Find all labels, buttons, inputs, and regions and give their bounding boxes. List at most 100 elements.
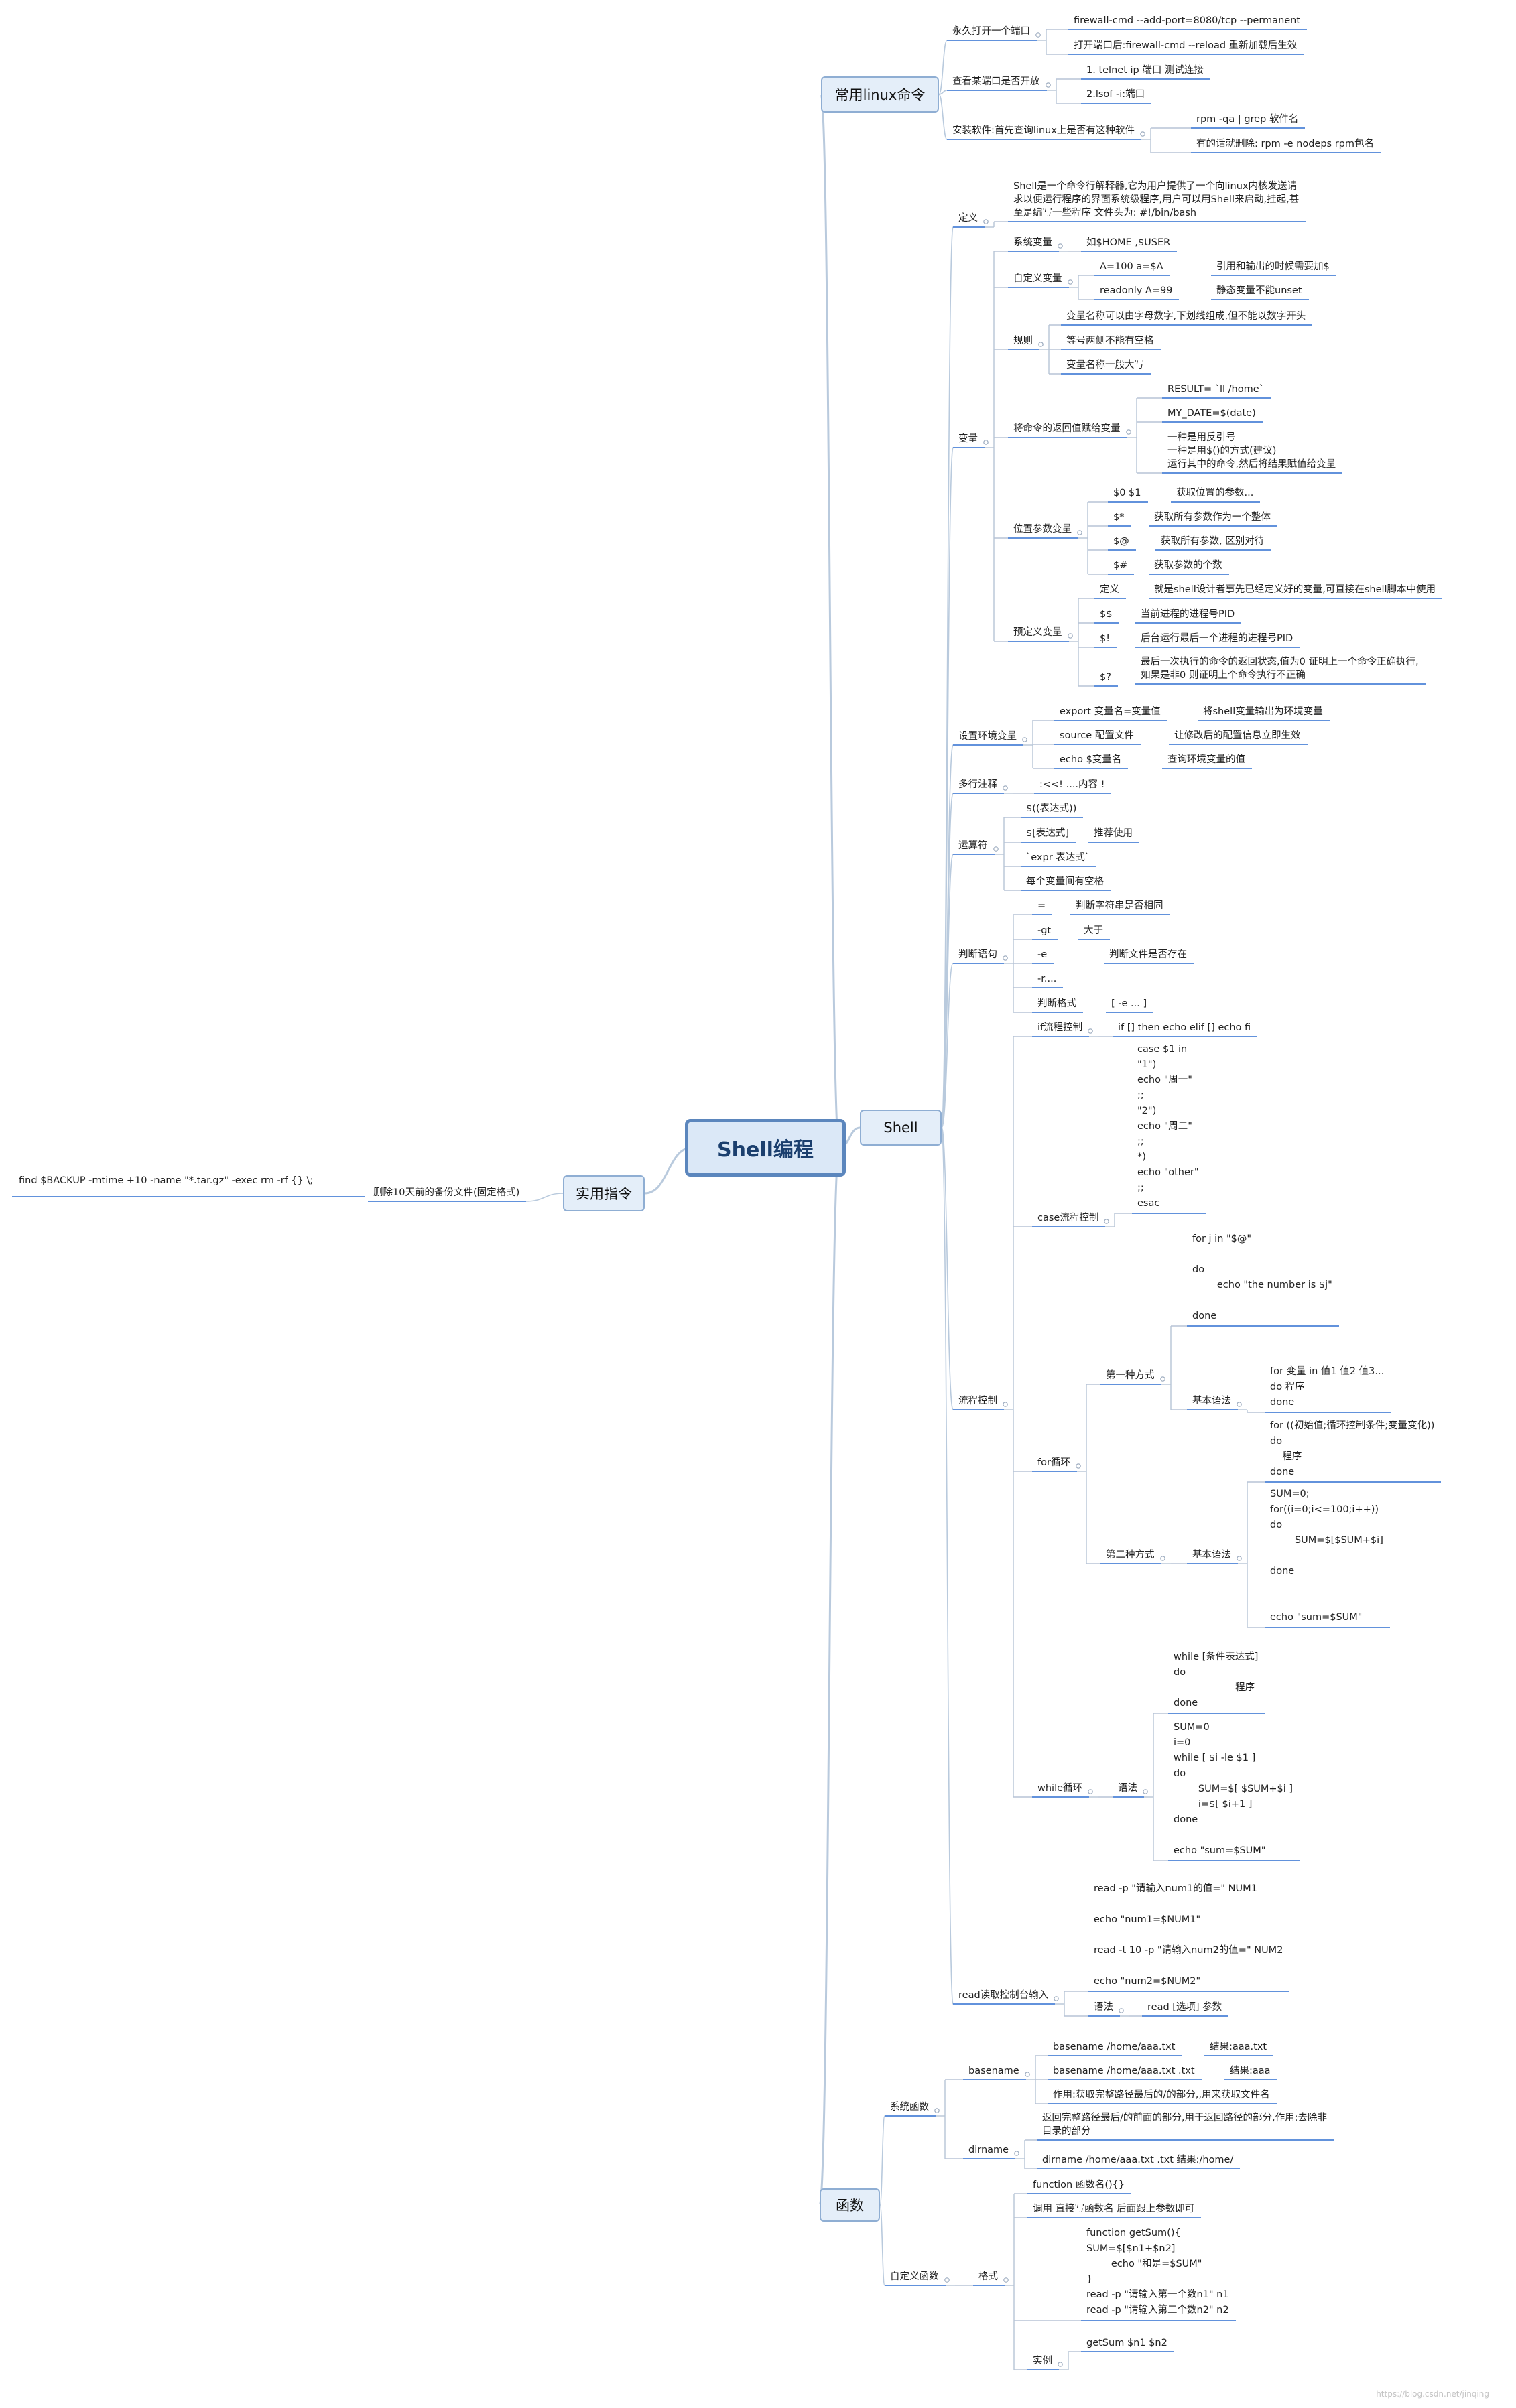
while-code: SUM=0 i=0 while [ $i -le $1 ] do SUM=$[ … bbox=[1174, 1722, 1293, 1856]
var-cr2: MY_DATE=$(date) bbox=[1167, 408, 1256, 419]
judge-3b: 判断文件是否存在 bbox=[1109, 949, 1187, 960]
var-pv1: $0 $1 bbox=[1113, 488, 1141, 498]
comment-val: :<<! ....内容 ! bbox=[1039, 779, 1105, 790]
for-way1[interactable]: 第一种方式 bbox=[1106, 1370, 1155, 1381]
var-pv2b: 获取所有参数作为一个整体 bbox=[1154, 512, 1271, 523]
linux-inst1: rpm -qa | grep 软件名 bbox=[1196, 114, 1299, 125]
env-3: echo $变量名 bbox=[1060, 754, 1122, 765]
func-bn1: basename /home/aaa.txt bbox=[1053, 2042, 1176, 2052]
func-ex-code: function getSum(){ SUM=$[$n1+$n2] echo "… bbox=[1086, 2228, 1229, 2316]
var-pv4b: 获取参数的个数 bbox=[1154, 560, 1222, 571]
var-rules[interactable]: 规则 bbox=[1013, 336, 1033, 346]
var-rule2: 等号两侧不能有空格 bbox=[1066, 336, 1154, 346]
var-pv3: $@ bbox=[1113, 536, 1129, 547]
func-dirname[interactable]: dirname bbox=[968, 2145, 1009, 2155]
var-posvar[interactable]: 位置参数变量 bbox=[1013, 524, 1072, 535]
var-pd3b: 后台运行最后一个进程的进程号PID bbox=[1141, 633, 1293, 644]
var-sysvar[interactable]: 系统变量 bbox=[1013, 237, 1052, 248]
linux-port-cmd1: firewall-cmd --add-port=8080/tcp --perma… bbox=[1074, 15, 1301, 26]
shell-flow[interactable]: 流程控制 bbox=[958, 1396, 997, 1406]
func-example[interactable]: 实例 bbox=[1033, 2356, 1052, 2366]
linux-check1: 1. telnet ip 端口 测试连接 bbox=[1086, 65, 1204, 76]
while-syntax: while [条件表达式] do 程序 done bbox=[1174, 1652, 1259, 1709]
op-4: 每个变量间有空格 bbox=[1026, 876, 1104, 887]
read-syntax-label[interactable]: 语法 bbox=[1094, 2002, 1113, 2013]
for-code2: SUM=0; for((i=0;i<=100;i++)) do SUM=$[$S… bbox=[1270, 1489, 1383, 1623]
var-cmdret[interactable]: 将命令的返回值赋给变量 bbox=[1013, 423, 1121, 434]
op-3: `expr 表达式` bbox=[1026, 852, 1090, 863]
branch-util[interactable]: 实用指令 bbox=[563, 1175, 645, 1211]
var-pd2: $$ bbox=[1100, 609, 1113, 620]
func-format[interactable]: 格式 bbox=[978, 2271, 998, 2282]
flow-if[interactable]: if流程控制 bbox=[1037, 1022, 1083, 1033]
for-basic2[interactable]: 基本语法 bbox=[1192, 1550, 1231, 1560]
util-desc[interactable]: 删除10天前的备份文件(固定格式) bbox=[373, 1187, 520, 1198]
func-ex-call: getSum $n1 $n2 bbox=[1086, 2338, 1167, 2348]
shell-env[interactable]: 设置环境变量 bbox=[958, 731, 1017, 742]
flow-if-val: if [] then echo elif [] echo fi bbox=[1118, 1022, 1251, 1033]
linux-port-check[interactable]: 查看某端口是否开放 bbox=[952, 76, 1040, 87]
flow-case[interactable]: case流程控制 bbox=[1037, 1213, 1099, 1223]
var-predef[interactable]: 预定义变量 bbox=[1013, 627, 1062, 638]
func-basename[interactable]: basename bbox=[968, 2066, 1019, 2076]
op-1: $((表达式)) bbox=[1026, 803, 1077, 814]
func-bn2: basename /home/aaa.txt .txt bbox=[1053, 2066, 1195, 2076]
for-way2[interactable]: 第二种方式 bbox=[1106, 1550, 1155, 1560]
var-rule1: 变量名称可以由字母数字,下划线组成,但不能以数字开头 bbox=[1066, 311, 1306, 322]
func-custom[interactable]: 自定义函数 bbox=[890, 2271, 939, 2282]
branch-linux[interactable]: 常用linux命令 bbox=[821, 76, 939, 113]
shell-def-label[interactable]: 定义 bbox=[958, 213, 978, 224]
linux-port-open[interactable]: 永久打开一个端口 bbox=[952, 26, 1030, 37]
var-cv1b: 引用和输出的时候需要加$ bbox=[1216, 261, 1330, 272]
var-pv2: $* bbox=[1113, 512, 1125, 523]
func-sys[interactable]: 系统函数 bbox=[890, 2102, 929, 2113]
shell-read[interactable]: read读取控制台输入 bbox=[958, 1990, 1049, 2001]
judge-2b: 大于 bbox=[1084, 925, 1103, 936]
for-basic1[interactable]: 基本语法 bbox=[1192, 1396, 1231, 1406]
shell-comment[interactable]: 多行注释 bbox=[958, 779, 997, 790]
shell-var-label[interactable]: 变量 bbox=[958, 433, 978, 444]
linux-port-cmd2: 打开端口后:firewall-cmd --reload 重新加载后生效 bbox=[1074, 40, 1298, 51]
while-syntax-label[interactable]: 语法 bbox=[1118, 1783, 1137, 1794]
func-bn1b: 结果:aaa.txt bbox=[1210, 2042, 1267, 2052]
var-pd2b: 当前进程的进程号PID bbox=[1141, 609, 1235, 620]
util-cmd: find $BACKUP -mtime +10 -name "*.tar.gz"… bbox=[19, 1175, 314, 1186]
judge-5: 判断格式 bbox=[1037, 998, 1076, 1009]
var-rule3: 变量名称一般大写 bbox=[1066, 360, 1144, 371]
var-pd4: $? bbox=[1100, 672, 1111, 683]
linux-inst2: 有的话就删除: rpm -e nodeps rpm包名 bbox=[1196, 139, 1374, 149]
for-syntax2: for ((初始值;循环控制条件;变量变化)) do 程序 done bbox=[1270, 1420, 1435, 1477]
shell-judge[interactable]: 判断语句 bbox=[958, 949, 997, 960]
var-custom[interactable]: 自定义变量 bbox=[1013, 273, 1062, 284]
func-dn2: dirname /home/aaa.txt .txt 结果:/home/ bbox=[1042, 2155, 1234, 2165]
var-cr1: RESULT= `ll /home` bbox=[1167, 384, 1264, 395]
linux-install[interactable]: 安装软件:首先查询linux上是否有这种软件 bbox=[952, 125, 1135, 136]
var-pd1b: 就是shell设计者事先已经定义好的变量,可直接在shell脚本中使用 bbox=[1154, 584, 1436, 595]
for-syntax1: for 变量 in 值1 值2 值3... do 程序 done bbox=[1270, 1366, 1385, 1408]
branch-shell[interactable]: Shell bbox=[860, 1110, 942, 1146]
var-pd1: 定义 bbox=[1100, 584, 1119, 595]
judge-1b: 判断字符串是否相同 bbox=[1076, 900, 1163, 911]
watermark: https://blog.csdn.net/jinqing bbox=[1376, 2389, 1489, 2399]
func-f2: 调用 直接写函数名 后面跟上参数即可 bbox=[1033, 2204, 1195, 2214]
var-cv2b: 静态变量不能unset bbox=[1216, 285, 1302, 296]
var-pv4: $# bbox=[1113, 560, 1128, 571]
flow-for[interactable]: for循环 bbox=[1037, 1457, 1070, 1468]
op-2b: 推荐使用 bbox=[1094, 828, 1133, 839]
linux-check2: 2.lsof -i:端口 bbox=[1086, 89, 1145, 100]
flow-while[interactable]: while循环 bbox=[1037, 1783, 1083, 1794]
flow-case-code: case $1 in "1") echo "周一" ;; "2") echo "… bbox=[1137, 1044, 1199, 1209]
op-2: $[表达式] bbox=[1026, 828, 1070, 839]
branch-func[interactable]: 函数 bbox=[820, 2188, 880, 2222]
env-2b: 让修改后的配置信息立即生效 bbox=[1174, 730, 1301, 741]
shell-ops[interactable]: 运算符 bbox=[958, 840, 988, 851]
func-f1: function 函数名(){} bbox=[1033, 2180, 1125, 2190]
var-pd3: $! bbox=[1100, 633, 1111, 644]
env-2: source 配置文件 bbox=[1060, 730, 1134, 741]
judge-4: -r.... bbox=[1037, 974, 1057, 984]
var-pv1b: 获取位置的参数... bbox=[1176, 488, 1254, 498]
root-node[interactable]: Shell编程 bbox=[685, 1119, 846, 1177]
judge-5b: [ -e ... ] bbox=[1111, 998, 1147, 1009]
env-3b: 查询环境变量的值 bbox=[1167, 754, 1245, 765]
